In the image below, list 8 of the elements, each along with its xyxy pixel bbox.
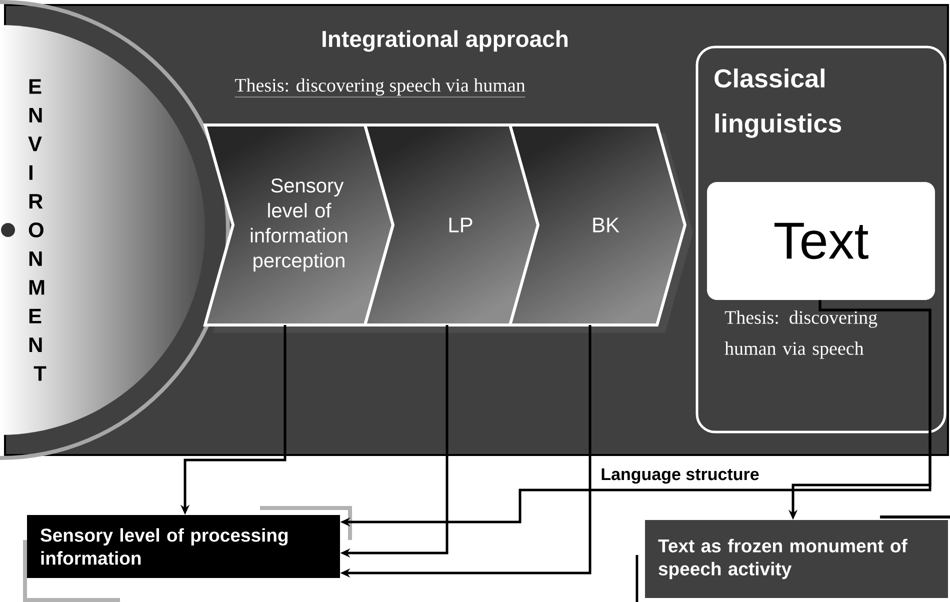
heading: Classical linguistics — [714, 68, 842, 138]
text-box: Text as frozen monument of speech activity — [645, 520, 948, 598]
heading: Integrational approach — [322, 30, 568, 52]
text-card: Text — [707, 182, 935, 300]
thesis-text: Thesis: discovering speech via human — [234, 78, 526, 98]
edge-label: Language structure — [600, 467, 760, 485]
text-box: Sensory level of processing information — [27, 514, 340, 578]
thesis-text: Thesis: discovering human via speech — [724, 310, 878, 359]
